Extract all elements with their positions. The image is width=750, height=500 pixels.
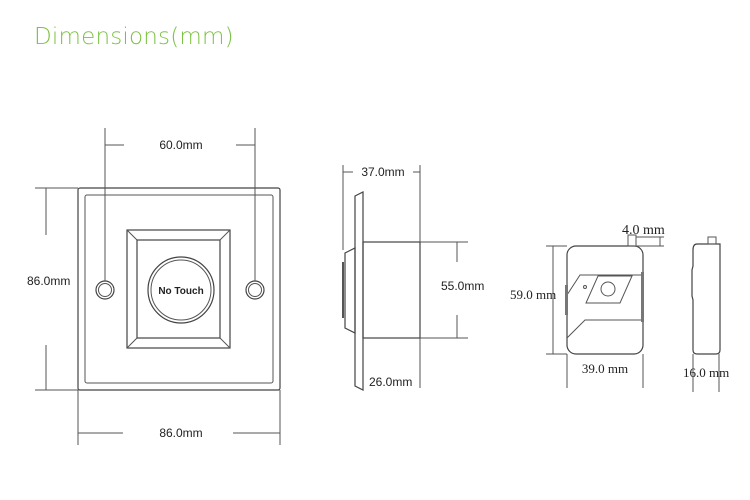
box-depth-label: 26.0mm <box>369 375 412 389</box>
depth-total-label: 37.0mm <box>361 165 404 179</box>
remote-height-label: 59.0 mm <box>510 287 556 302</box>
remote-body <box>566 245 644 355</box>
remote-antenna <box>627 234 637 247</box>
height-label: 86.0mm <box>27 274 70 288</box>
box-height-label: 55.0mm <box>441 279 484 293</box>
touch-sensor-inner <box>150 259 212 321</box>
width-label: 86.0mm <box>159 426 202 440</box>
page-title: Dimensions(mm) <box>34 24 234 50</box>
side-button <box>344 247 356 334</box>
remote-side-antenna <box>707 236 717 245</box>
button-label: No Touch <box>158 286 203 297</box>
front-view: No Touch 60.0mm 86.0mm 86.0mm <box>27 128 281 445</box>
touch-sensor-outer <box>147 256 215 324</box>
bezel-outer <box>126 229 231 349</box>
remote-button <box>600 281 616 297</box>
remote-width-label: 39.0 mm <box>582 361 628 376</box>
bezel-inner <box>136 239 221 339</box>
remote-panel <box>566 274 644 339</box>
remote-side-view: 16.0 mm <box>683 236 729 392</box>
remote-front-view: 4.0 mm 59.0 mm 39.0 mm <box>510 223 665 388</box>
side-box <box>362 241 421 339</box>
plate-inner-outline <box>84 194 274 384</box>
hole-spacing-label: 60.0mm <box>159 138 202 152</box>
remote-side-body <box>691 243 721 355</box>
remote-button-frame <box>585 275 633 304</box>
antenna-label: 4.0 mm <box>622 223 665 238</box>
plate-outline <box>77 187 281 391</box>
side-plate <box>354 191 364 391</box>
remote-thickness-label: 16.0 mm <box>683 365 729 380</box>
side-view: 37.0mm 55.0mm 26.0mm <box>342 165 484 391</box>
